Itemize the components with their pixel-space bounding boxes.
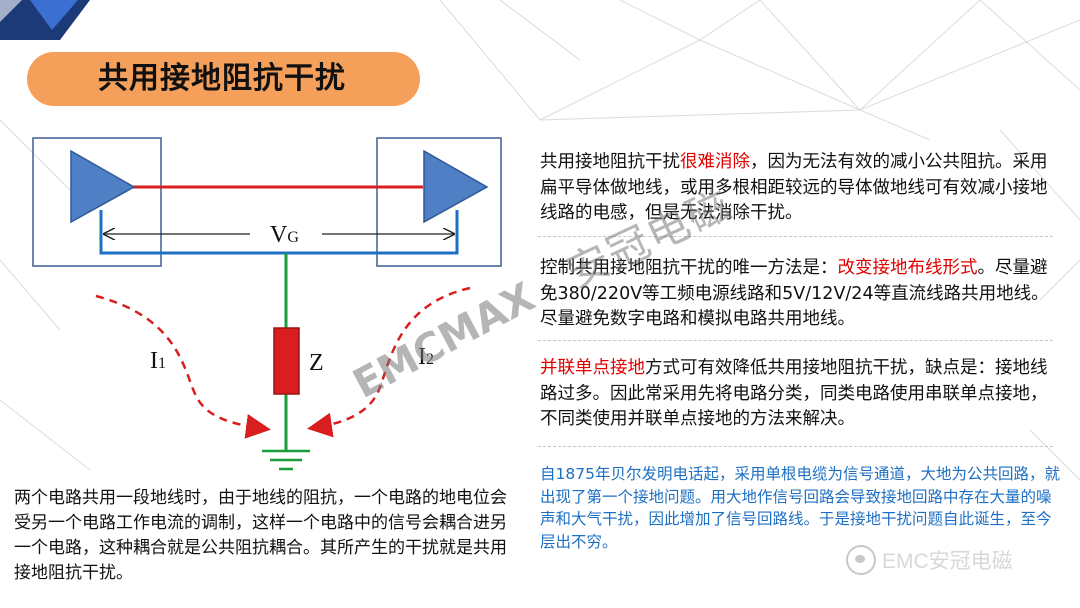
paragraph-difficulty: 共用接地阻抗干扰很难消除，因为无法有效的减小公共阻抗。采用扁平导体做地线，或用多…	[540, 150, 1060, 227]
i1-current-arrow	[95, 294, 271, 439]
ground-return-line	[99, 210, 459, 255]
i2-current-arrow	[307, 286, 471, 438]
p2-emphasis: 改变接地布线形式	[837, 258, 978, 278]
p1-text-b: ，因为无法有效的减小公共阻抗。采用扁平导体做地线，或用多根相距较远的导体做地线可…	[540, 152, 1048, 223]
vg-label: VG	[270, 222, 299, 248]
p1-text-a: 共用接地阻抗干扰	[540, 152, 680, 172]
i1-label: I1	[150, 348, 166, 374]
left-amplifier-icon	[70, 149, 136, 224]
divider-1	[538, 236, 1053, 237]
corner-decoration	[0, 0, 90, 40]
history-paragraph: 自1875年贝尔发明电话起，采用单根电缆为信号通道，大地为公共回路，就出现了第一…	[540, 465, 1060, 551]
right-circuit-box	[376, 137, 502, 267]
left-circuit-box	[32, 137, 162, 267]
wechat-icon	[846, 545, 876, 575]
z-label: Z	[309, 350, 324, 376]
paragraph-parallel-grounding: 并联单点接地方式可有效降低共用接地阻抗干扰，缺点是：接地线路过多。因此常采用先将…	[540, 356, 1060, 433]
ground-impedance-circuit-diagram: VG Z I1 I2	[32, 137, 502, 471]
impedance-z	[273, 327, 300, 395]
p3-emphasis: 并联单点接地	[540, 358, 645, 378]
divider-2	[538, 340, 1053, 341]
slide-title: 共用接地阻抗干扰	[98, 61, 346, 96]
paragraph-solution: 控制共用接地阻抗干扰的唯一方法是：改变接地布线形式。尽量避免380/220V等工…	[540, 256, 1060, 333]
brand-footer: EMC安冠电磁	[846, 545, 1013, 575]
p2-text-a: 控制共用接地阻抗干扰的唯一方法是：	[540, 258, 838, 278]
diagram-caption: 两个电路共用一段地线时，由于地线的阻抗，一个电路的地电位会受另一个电路工作电流的…	[14, 488, 507, 583]
divider-3	[538, 446, 1053, 447]
title-banner	[27, 52, 420, 106]
p2-text-b: 。尽量避免380/220V等工频电源线路和5V/12V/24等直流线路共用地线。…	[540, 258, 1049, 329]
right-amplifier-icon	[423, 149, 489, 224]
brand-text: EMC安冠电磁	[882, 550, 1013, 573]
ground-symbol-icon	[262, 449, 310, 471]
p1-emphasis: 很难消除	[680, 152, 750, 172]
i2-label: I2	[418, 344, 434, 370]
p3-text-b: 方式可有效降低共用接地阻抗干扰，缺点是：接地线路过多。因此常采用先将电路分类，同…	[540, 358, 1048, 429]
